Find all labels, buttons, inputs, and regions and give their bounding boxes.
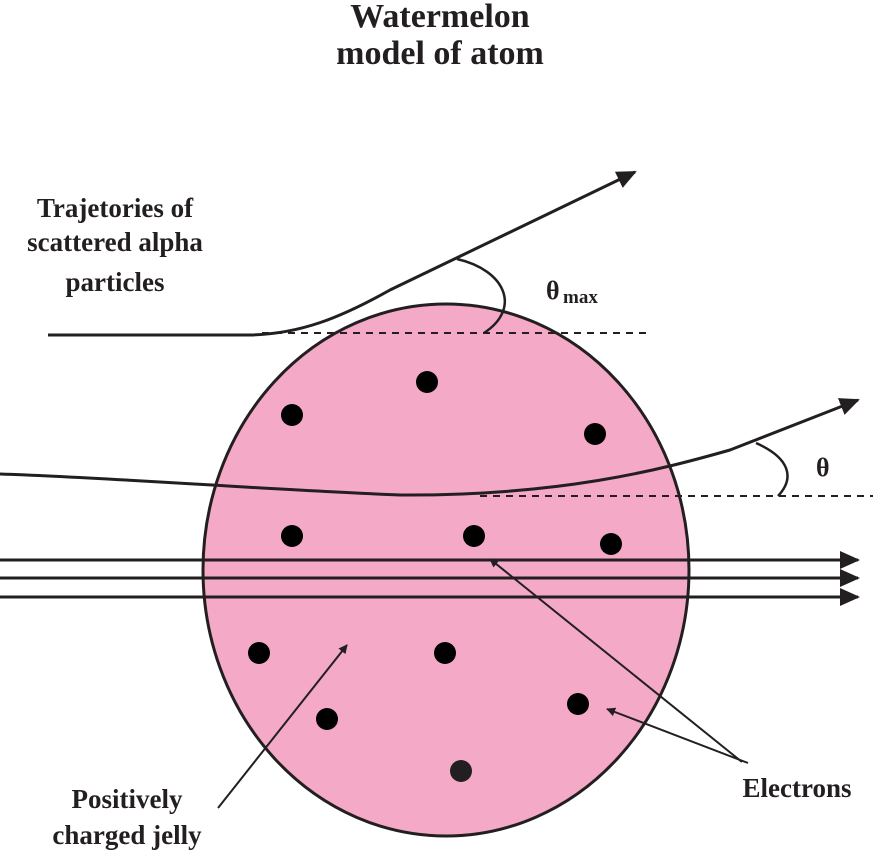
atom-sphere <box>201 302 691 838</box>
electron <box>416 371 438 393</box>
electron <box>316 708 338 730</box>
title-line-2: model of atom <box>336 35 544 72</box>
jelly-label-line-1: Positively <box>72 784 183 814</box>
pointer-arrow-jelly <box>217 644 348 809</box>
electron <box>450 760 472 782</box>
theta-max-subscript: max <box>563 287 598 308</box>
trajectory-small-deflection <box>0 398 860 497</box>
trajectories-label: Trajetories of scattered alpha particles <box>27 193 203 297</box>
theta-max-symbol: θ <box>546 276 560 305</box>
electron <box>434 642 456 664</box>
title-line-1: Watermelon <box>350 0 529 35</box>
electrons <box>248 371 622 782</box>
pointer-arrow-electron-right <box>606 707 749 764</box>
theta-label: θ <box>816 453 830 482</box>
trajectories-label-line-3: particles <box>66 267 165 297</box>
electrons-label: Electrons <box>743 773 852 803</box>
trajectories-label-line-2: scattered alpha <box>27 227 203 257</box>
angle-arc-theta <box>755 441 789 497</box>
electron <box>600 533 622 555</box>
angle-arc-theta-max <box>456 257 506 335</box>
electron <box>463 525 485 547</box>
trajectories-label-line-1: Trajetories of <box>37 193 194 223</box>
pointer-arrow-electron-center <box>489 558 743 763</box>
electron <box>567 693 589 715</box>
electron <box>584 423 606 445</box>
electron <box>281 404 303 426</box>
jelly-label: Positively charged jelly <box>52 784 202 850</box>
jelly-label-line-2: charged jelly <box>52 820 202 850</box>
electron <box>281 525 303 547</box>
electron <box>248 642 270 664</box>
theta-max-label: θ max <box>546 276 598 308</box>
trajectory-max-deflection <box>48 170 637 337</box>
